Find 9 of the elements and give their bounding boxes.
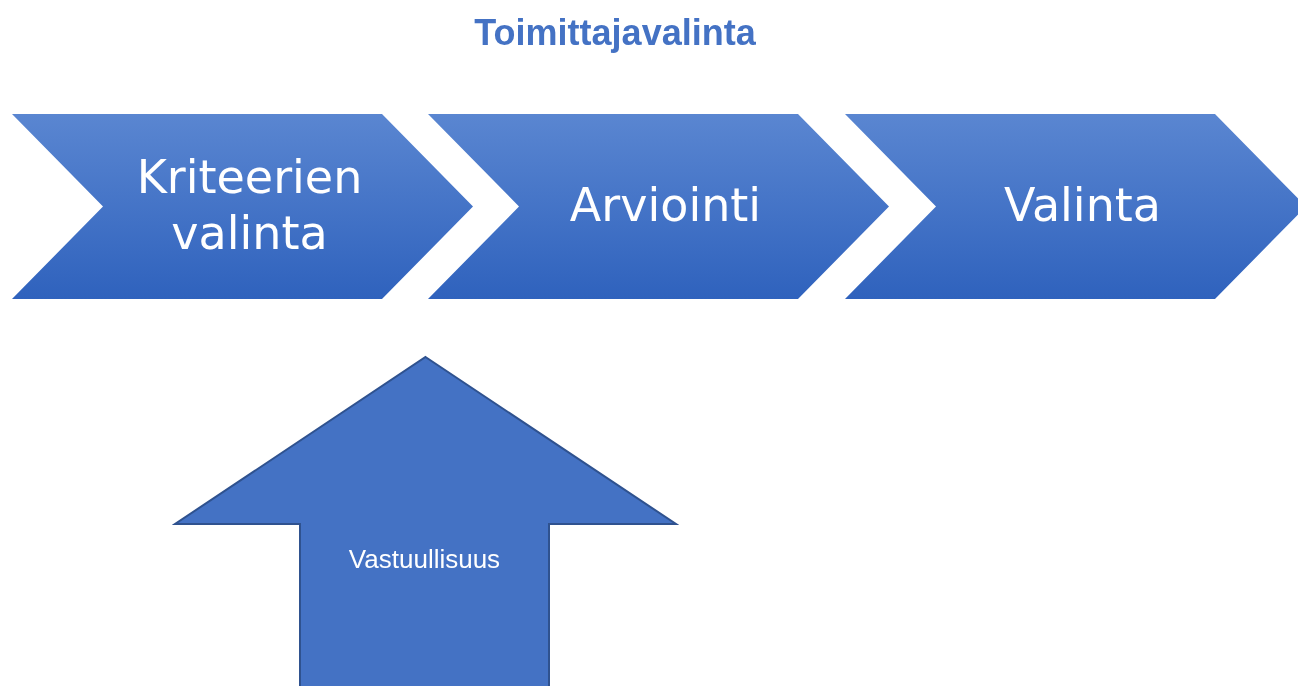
up-arrow-shape — [175, 357, 676, 686]
step-label: Valinta — [1004, 177, 1161, 234]
diagram-title: Toimittajavalinta — [473, 12, 757, 54]
step-label: Vastuullisuus — [348, 543, 501, 575]
step-label: Arviointi — [569, 177, 762, 234]
chevron-step — [428, 114, 889, 299]
chevron-step — [845, 114, 1298, 299]
step-label: Kriteerien valinta — [135, 150, 364, 261]
chevron-step — [12, 114, 473, 299]
